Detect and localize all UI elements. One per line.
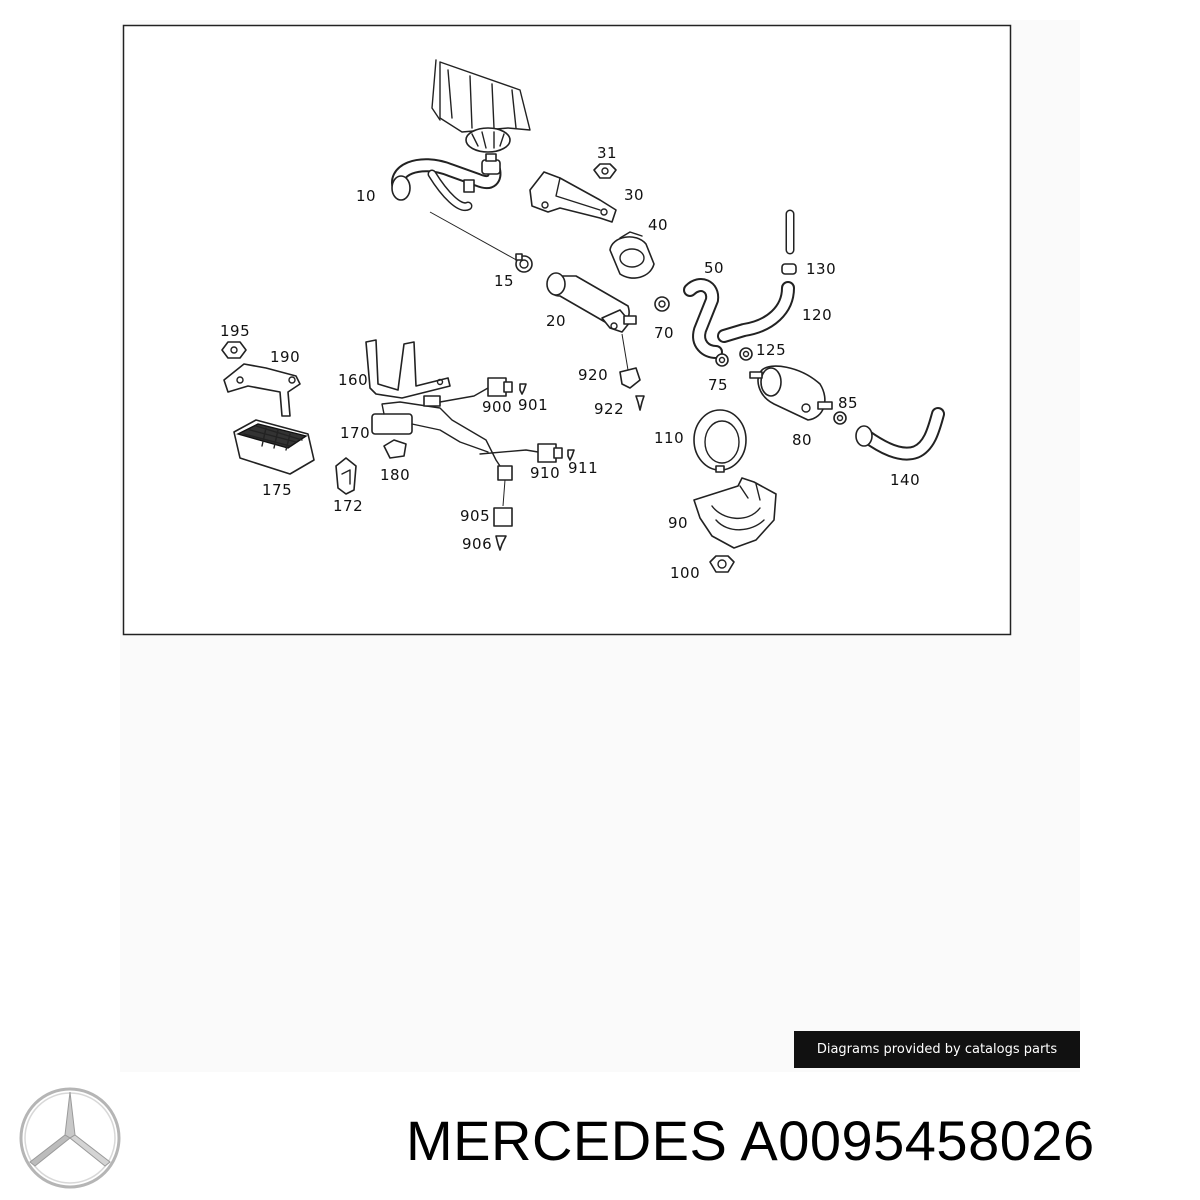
callout-85: 85	[838, 394, 858, 412]
callout-120: 120	[802, 306, 832, 324]
part-110-ring	[693, 409, 747, 473]
callout-195: 195	[220, 322, 250, 340]
callout-40: 40	[648, 216, 668, 234]
part-90-bracket	[693, 477, 777, 549]
part-190-bracket	[223, 363, 301, 417]
product-title: MERCEDES A0095458026	[406, 1109, 1095, 1172]
callout-911: 911	[568, 459, 598, 477]
callout-110: 110	[654, 429, 684, 447]
callout-90: 90	[668, 514, 688, 532]
part-911-plug	[567, 449, 575, 461]
part-160-bracket	[365, 339, 451, 399]
callout-70: 70	[654, 324, 674, 342]
callout-15: 15	[494, 272, 514, 290]
fuel-tank-outline	[431, 59, 531, 153]
part-75-clamp	[715, 353, 729, 367]
part-40-strap	[609, 231, 655, 279]
part-901-plug	[519, 383, 527, 395]
callout-20: 20	[546, 312, 566, 330]
callout-175: 175	[262, 481, 292, 499]
part-906-plug	[495, 535, 507, 551]
callout-901: 901	[518, 396, 548, 414]
callout-170: 170	[340, 424, 370, 442]
callout-125: 125	[756, 341, 786, 359]
callout-160: 160	[338, 371, 368, 389]
callout-30: 30	[624, 186, 644, 204]
part-140-hose	[855, 407, 945, 461]
callout-900: 900	[482, 398, 512, 416]
part-15-clamp	[515, 253, 533, 273]
part-120-hose	[717, 281, 795, 343]
part-905-connector	[493, 465, 513, 527]
part-172-clip	[335, 457, 357, 495]
part-900-connector	[487, 377, 513, 397]
part-130-hose	[781, 209, 797, 275]
part-175-module	[233, 419, 315, 475]
callout-100: 100	[670, 564, 700, 582]
part-10-hose	[391, 153, 502, 212]
callout-31: 31	[597, 144, 617, 162]
callout-906: 906	[462, 535, 492, 553]
diagram-frame	[122, 24, 1012, 636]
part-50-hose	[683, 278, 723, 359]
part-920-connector	[619, 367, 641, 389]
callout-920: 920	[578, 366, 608, 384]
part-80-fuel-filter	[749, 365, 833, 421]
part-31-nut	[593, 163, 617, 179]
callout-50: 50	[704, 259, 724, 277]
part-910-connector	[537, 443, 563, 463]
callout-10: 10	[356, 187, 376, 205]
part-125-clamp	[739, 347, 753, 361]
part-922-plug	[635, 395, 645, 411]
watermark-banner: Diagrams provided by catalogs parts	[794, 1031, 1080, 1068]
callout-130: 130	[806, 260, 836, 278]
callout-75: 75	[708, 376, 728, 394]
part-170-harness	[371, 387, 539, 473]
callout-140: 140	[890, 471, 920, 489]
callout-910: 910	[530, 464, 560, 482]
callout-labels: 10 15 20 30 31 40 50 70 75 80 85 90 100 …	[220, 144, 920, 582]
callout-922: 922	[594, 400, 624, 418]
mercedes-star-icon	[19, 1087, 121, 1189]
callout-180: 180	[380, 466, 410, 484]
callout-905: 905	[460, 507, 490, 525]
callout-190: 190	[270, 348, 300, 366]
part-70-gasket	[654, 296, 670, 312]
part-20-fuel-pump	[546, 272, 637, 333]
part-180-grommet	[383, 439, 407, 459]
part-195-nut	[221, 341, 247, 359]
part-85-clamp	[833, 411, 847, 425]
part-100-nut	[709, 555, 735, 573]
callout-80: 80	[792, 431, 812, 449]
part-30-bracket	[529, 171, 617, 223]
callout-172: 172	[333, 497, 363, 515]
